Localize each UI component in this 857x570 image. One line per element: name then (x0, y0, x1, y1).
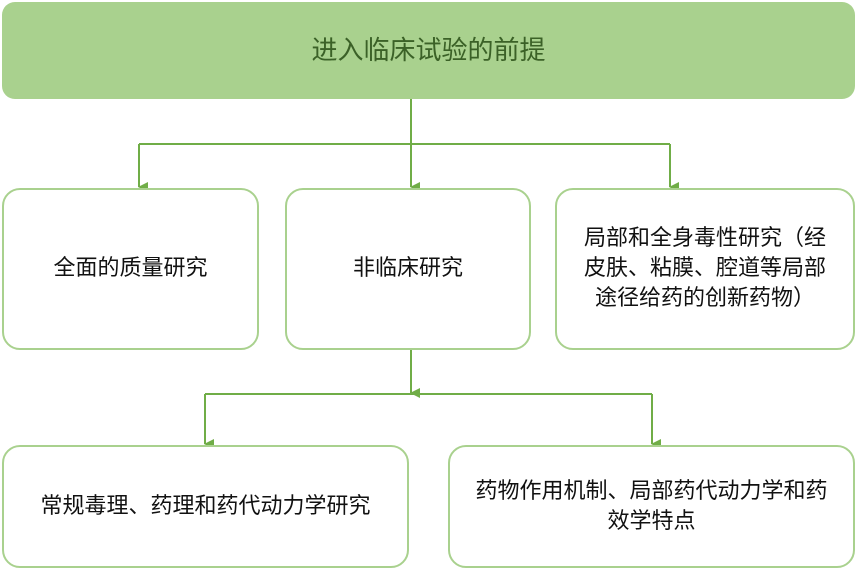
node-label: 非临床研究 (352, 256, 463, 281)
node-label: 药物作用机制、局部药代动力学和药效学特点 (475, 478, 828, 534)
node-toxicity-research: 局部和全身毒性研究（经皮肤、粘膜、腔道等局部途径给药的创新药物） (555, 188, 855, 350)
node-mechanism-pk-pd: 药物作用机制、局部药代动力学和药效学特点 (448, 445, 855, 568)
node-nonclinical-research: 非临床研究 (285, 188, 531, 350)
node-label: 常规毒理、药理和药代动力学研究 (40, 493, 371, 519)
root-label: 进入临床试验的前提 (311, 35, 546, 66)
node-label: 全面的质量研究 (53, 256, 208, 281)
node-quality-research: 全面的质量研究 (2, 188, 259, 350)
node-label: 局部和全身毒性研究（经皮肤、粘膜、腔道等局部途径给药的创新药物） (583, 226, 826, 311)
root-node: 进入临床试验的前提 (2, 2, 855, 99)
node-routine-tox-pharm: 常规毒理、药理和药代动力学研究 (2, 445, 409, 568)
